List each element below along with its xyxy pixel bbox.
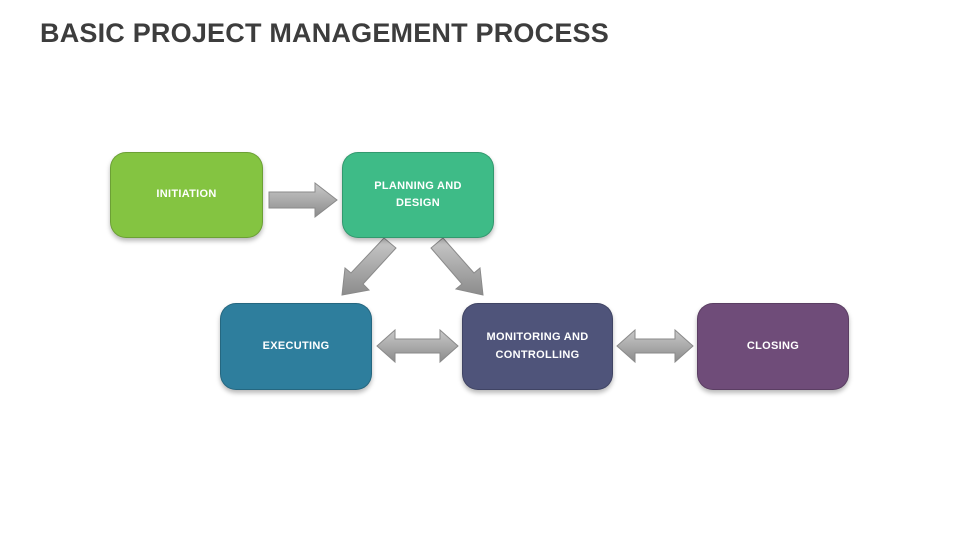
arrow-initiation-to-planning-icon (268, 181, 338, 219)
node-monitoring-and-controlling-label: MONITORING AND CONTROLLING (486, 331, 589, 361)
node-executing: EXECUTING (220, 303, 372, 390)
node-initiation: INITIATION (110, 152, 263, 238)
node-closing: CLOSING (697, 303, 849, 390)
node-monitoring-and-controlling: MONITORING AND CONTROLLING (462, 303, 613, 390)
arrow-executing-monitoring-double-icon (376, 328, 459, 364)
node-executing-label: EXECUTING (262, 339, 330, 352)
arrow-planning-to-executing-icon (341, 237, 397, 296)
arrow-planning-to-monitoring-icon (430, 237, 484, 296)
node-planning-and-design-label: PLANNING AND DESIGN (374, 179, 462, 209)
node-planning-and-design: PLANNING AND DESIGN (342, 152, 494, 238)
page-title: BASIC PROJECT MANAGEMENT PROCESS (40, 18, 609, 48)
node-initiation-label: INITIATION (156, 188, 217, 201)
node-closing-label: CLOSING (746, 339, 800, 352)
arrow-monitoring-closing-double-icon (616, 328, 694, 364)
